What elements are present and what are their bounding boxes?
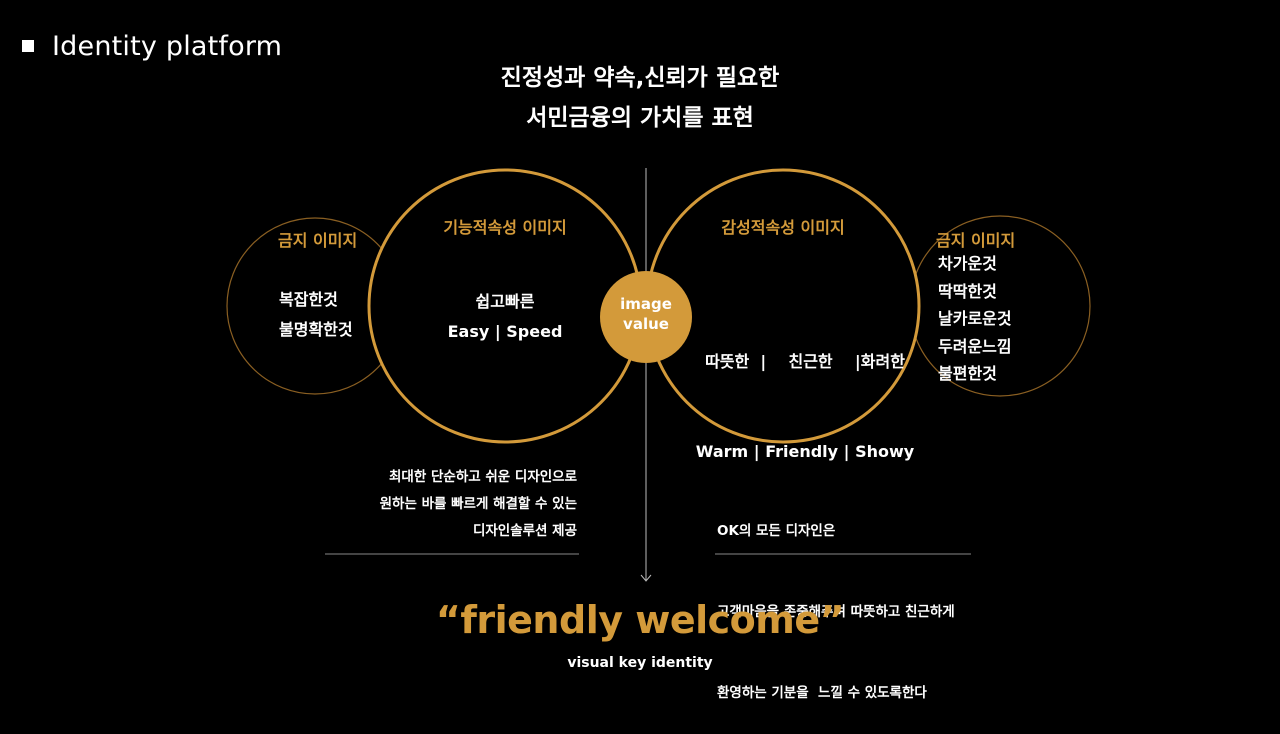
right-outer-list: 차가운것 딱딱한것 날카로운것 두려운느낌 불편한것 <box>938 250 1012 388</box>
center-line-2: value <box>623 315 669 333</box>
right-desc-line: 환영하는 기분을 느낄 수 있도록한다 <box>717 685 927 701</box>
headline-line-2: 서민금융의 가치를 표현 <box>526 105 754 131</box>
right-main-text: 따뜻한 | 친근한 |화려한 Warm | Friendly | Showy <box>690 287 920 497</box>
right-outer-item: 날카로운것 <box>938 309 1012 328</box>
right-desc-line: OK의 모든 디자인은 <box>717 523 836 539</box>
right-outer-item: 딱딱한것 <box>938 281 997 301</box>
headline: 진정성과 약속,신뢰가 필요한 서민금융의 가치를 표현 <box>0 58 1280 138</box>
right-outer-item: 차가운것 <box>938 254 997 273</box>
left-outer-item: 불명확한것 <box>279 320 353 339</box>
left-description: 최대한 단순하고 쉬운 디자인으로 원하는 바를 빠르게 해결할 수 있는 디자… <box>300 464 577 545</box>
square-bullet-icon <box>22 40 34 52</box>
left-desc-line: 최대한 단순하고 쉬운 디자인으로 <box>389 469 577 485</box>
key-phrase: “friendly welcome” <box>435 598 845 642</box>
left-main-text: 쉽고빠른 Easy | Speed <box>405 287 605 347</box>
left-main-title: 기능적속성 이미지 <box>443 218 567 237</box>
left-desc-line: 원하는 바를 빠르게 해결할 수 있는 <box>379 496 577 512</box>
left-outer-list: 복잡한것 불명확한것 <box>279 285 353 345</box>
section-header: Identity platform <box>22 28 282 64</box>
right-outer-title: 금지 이미지 <box>936 231 1016 250</box>
right-desc-line: 고객마음을 존중해주며 따뜻하고 친근하게 <box>717 604 955 620</box>
left-main-line-1: 쉽고빠른 <box>475 292 535 311</box>
right-description: OK의 모든 디자인은 고객마음을 존중해주며 따뜻하고 친근하게 환영하는 기… <box>717 464 1017 734</box>
right-outer-item: 두려운느낌 <box>938 336 1012 356</box>
right-main-title: 감성적속성 이미지 <box>721 218 845 237</box>
center-value-label: image value <box>600 294 692 334</box>
center-line-1: image <box>620 295 672 313</box>
left-outer-item: 복잡한것 <box>279 290 338 309</box>
left-desc-line: 디자인솔루션 제공 <box>472 523 577 539</box>
right-main-line-2: Warm | Friendly | Showy <box>695 442 915 461</box>
right-outer-item: 불편한것 <box>938 364 997 383</box>
arrow-down-icon <box>640 574 652 582</box>
section-title: Identity platform <box>52 30 283 62</box>
headline-line-1: 진정성과 약속,신뢰가 필요한 <box>500 65 780 91</box>
key-phrase-caption: visual key identity <box>567 655 713 671</box>
center-value-circle <box>600 271 692 363</box>
left-outer-title: 금지 이미지 <box>278 231 358 250</box>
right-main-line-1: 따뜻한 | 친근한 |화려한 <box>705 352 905 371</box>
left-main-line-2: Easy | Speed <box>447 322 563 341</box>
